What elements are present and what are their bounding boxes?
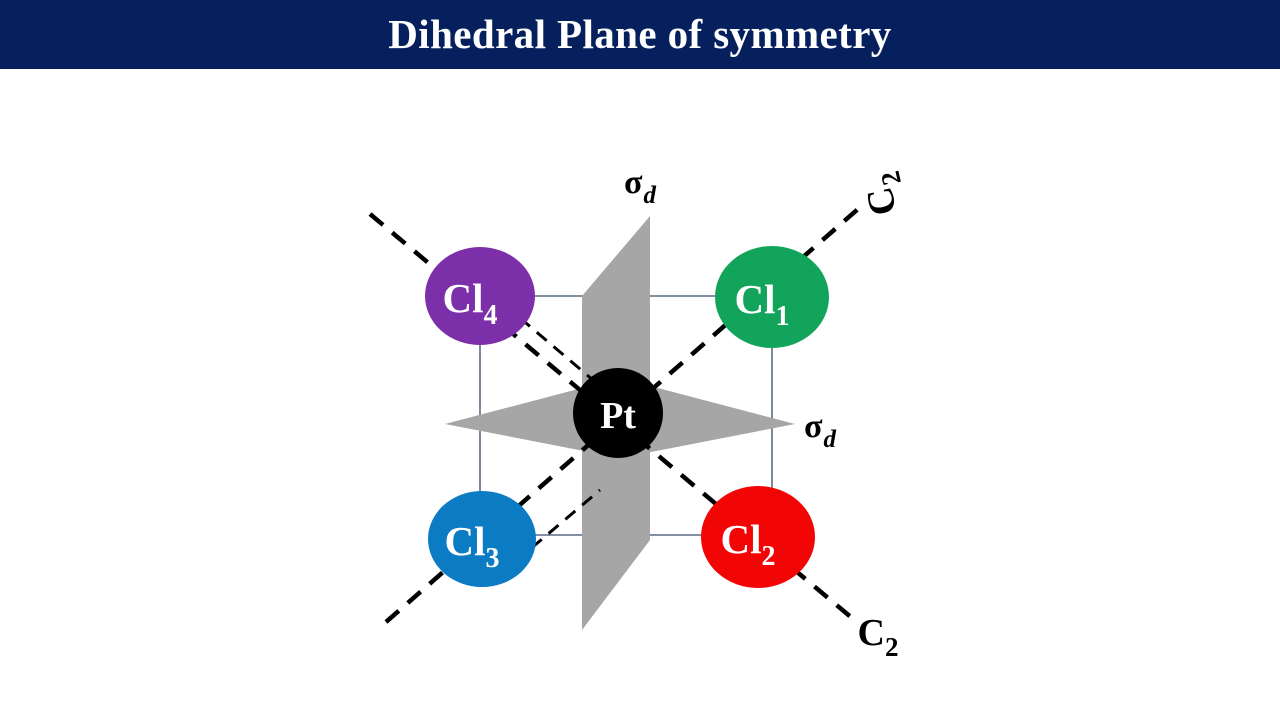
ligand-cl2-label: Cl2 — [721, 516, 776, 572]
ligand-cl2-circle[interactable] — [701, 486, 815, 588]
sigma-d-horizontal-symbol: σ — [804, 408, 823, 445]
page-title: Dihedral Plane of symmetry — [388, 11, 892, 57]
svg-text:C2: C2 — [858, 612, 899, 662]
ligand-cl1-label: Cl1 — [735, 276, 790, 332]
ligand-cl1[interactable]: Cl1 — [715, 246, 829, 348]
center-atom-pt-circle[interactable] — [573, 368, 663, 458]
ligand-cl1-circle[interactable] — [715, 246, 829, 348]
ligand-cl4-label: Cl4 — [443, 275, 498, 331]
sigma-d-vertical-sub: d — [644, 182, 657, 209]
c2-upper-sub: 2 — [875, 168, 907, 188]
ligand-cl3-label: Cl3 — [445, 518, 500, 574]
ligand-cl4[interactable]: Cl4 — [425, 247, 535, 345]
center-atom-pt[interactable]: Pt — [573, 368, 663, 458]
center-atom-pt-label: Pt — [600, 395, 636, 437]
sigma-d-horizontal-sub: d — [824, 426, 837, 453]
sigma-d-label-horizontal: σd — [804, 408, 837, 453]
ligand-cl2[interactable]: Cl2 — [701, 486, 815, 588]
c2-lower-sub: 2 — [885, 632, 899, 662]
ligand-cl4-circle[interactable] — [425, 247, 535, 345]
sigma-d-label-vertical: σd — [624, 164, 657, 209]
c2-lower-symbol: C — [858, 612, 885, 654]
svg-text:σd: σd — [624, 164, 657, 209]
svg-text:σd: σd — [804, 408, 837, 453]
ligand-cl3-circle[interactable] — [428, 491, 536, 587]
ligand-cl3[interactable]: Cl3 — [428, 491, 536, 587]
c2-label-upper-right: C2 — [855, 168, 913, 219]
sigma-d-vertical-symbol: σ — [624, 164, 643, 201]
c2-label-lower-right: C2 — [858, 612, 899, 662]
c2-upper-symbol: C — [858, 183, 905, 219]
svg-text:C2: C2 — [855, 168, 913, 219]
title-bar: Dihedral Plane of symmetry — [0, 0, 1280, 69]
